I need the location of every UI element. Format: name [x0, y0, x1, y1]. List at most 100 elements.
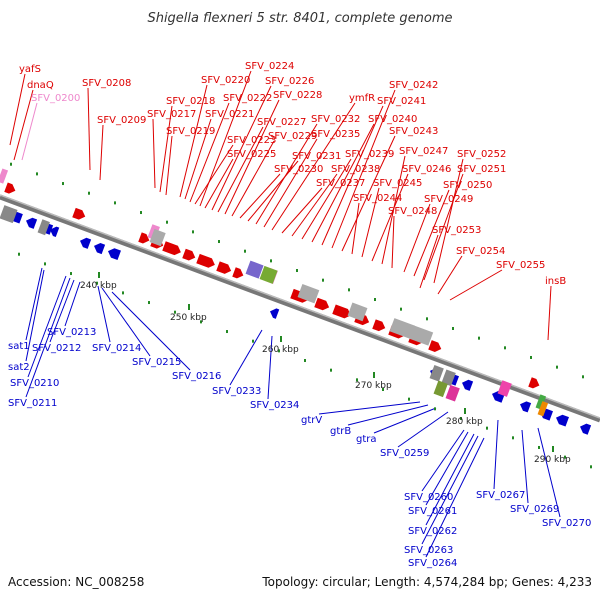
reverse-gene	[579, 423, 592, 435]
gene-arrow-shape	[332, 304, 351, 319]
gene-box-shape	[537, 401, 549, 417]
reverse-gene	[50, 226, 60, 238]
gene-label: SFV_0208	[82, 78, 131, 89]
gene-label: SFV_0218	[166, 96, 215, 107]
gene-box-shape	[149, 228, 166, 247]
gene-box-shape	[429, 364, 444, 382]
gene-label: gtrV	[301, 415, 322, 426]
ruler-dot	[96, 281, 98, 285]
forward-gene	[162, 241, 181, 256]
rna-gene	[433, 380, 448, 398]
gene-label: SFV_0230	[274, 164, 323, 175]
gene-label: SFV_0221	[205, 109, 254, 120]
reverse-gene	[461, 379, 474, 391]
leader-line	[231, 140, 275, 217]
gene-arrow-shape	[216, 261, 232, 274]
gene-box-shape	[0, 168, 9, 184]
gene-arrow-shape	[196, 253, 215, 268]
gene-label: SFV_0261	[408, 506, 457, 517]
gene-label: SFV_0209	[97, 115, 146, 126]
gene-label: SFV_0260	[404, 492, 453, 503]
gene-box-shape	[409, 325, 434, 346]
gene-arrow-shape	[4, 182, 16, 194]
insertion-element	[0, 205, 18, 224]
leader-line	[194, 144, 234, 205]
topology-text: Topology: circular; Length: 4,574,284 bp…	[261, 575, 592, 589]
gene-label: SFV_0215	[132, 357, 181, 368]
ruler-dot	[322, 278, 324, 282]
gene-box-shape	[441, 369, 456, 387]
gene-label: gtrB	[330, 426, 351, 437]
ruler-dot	[564, 455, 566, 459]
leader-line	[165, 135, 173, 196]
ruler-dot	[530, 355, 532, 359]
leader-line	[179, 84, 208, 198]
gene-arrow-shape	[579, 423, 592, 435]
gene-features	[0, 168, 592, 435]
gene-label: SFV_0262	[408, 526, 457, 537]
gene-box-shape	[497, 380, 512, 397]
leader-line	[433, 158, 464, 284]
ruler-dot	[62, 182, 64, 186]
leader-line	[101, 287, 151, 357]
leader-line	[373, 407, 437, 434]
gene-label: SFV_0223	[227, 135, 276, 146]
ruler-dot	[356, 378, 358, 382]
leader-line	[9, 73, 26, 146]
scale-tick	[280, 336, 282, 342]
insertion-element	[347, 302, 368, 322]
leader-line	[291, 173, 338, 237]
leader-line	[224, 99, 280, 215]
gene-label: SFV_0254	[456, 246, 505, 257]
gene-arrow-shape	[461, 379, 474, 391]
ruler-dot	[18, 252, 20, 256]
ruler-dots	[10, 162, 592, 469]
gene-label: SFV_0267	[476, 490, 525, 501]
ruler-dot	[478, 336, 480, 340]
ruler-dot	[452, 326, 454, 330]
ruler-dot	[304, 359, 306, 363]
label-leader-lines	[9, 70, 561, 558]
gene-label: SFV_0239	[345, 149, 394, 160]
scale-tick	[464, 408, 466, 414]
gene-label: SFV_0243	[389, 126, 438, 137]
forward-gene	[314, 297, 330, 311]
ruler-dot	[252, 339, 254, 343]
gene-label: SFV_0214	[92, 343, 141, 354]
ruler-dot	[374, 298, 376, 302]
forward-gene	[332, 304, 351, 319]
gene-label: SFV_0227	[257, 117, 306, 128]
leader-line	[381, 155, 406, 265]
leader-line	[421, 429, 465, 492]
leader-line	[321, 105, 384, 246]
forward-gene	[216, 261, 232, 274]
ruler-dot	[382, 388, 384, 392]
scale-tick-label: 270 kbp	[355, 381, 392, 391]
forward-gene	[138, 232, 150, 244]
gene-label: SFV_0235	[311, 129, 360, 140]
gene-label: SFV_0241	[377, 96, 426, 107]
ruler-dot	[590, 465, 592, 469]
gene-box-shape	[535, 394, 547, 410]
leader-line	[204, 158, 234, 209]
genome-backbone	[0, 194, 600, 423]
leader-line	[239, 173, 281, 219]
leader-line	[318, 401, 421, 415]
ruler-dot	[512, 436, 514, 440]
insertion-element	[429, 364, 444, 382]
leader-line	[211, 85, 272, 211]
ruler-dot	[114, 201, 116, 205]
ruler-dot	[192, 230, 194, 234]
ruler-dot	[140, 211, 142, 215]
ruler-dot	[486, 426, 488, 430]
leader-line	[537, 427, 561, 518]
ruler-dot	[460, 416, 462, 420]
gene-label: SFV_0224	[245, 61, 294, 72]
ruler-dot	[408, 397, 410, 401]
scale-tick	[373, 372, 375, 378]
gene-label: SFV_0212	[32, 343, 81, 354]
forward-gene	[196, 253, 215, 268]
gene-label: SFV_0211	[8, 398, 57, 409]
ruler-dot	[270, 259, 272, 263]
insertion-element	[149, 228, 166, 247]
